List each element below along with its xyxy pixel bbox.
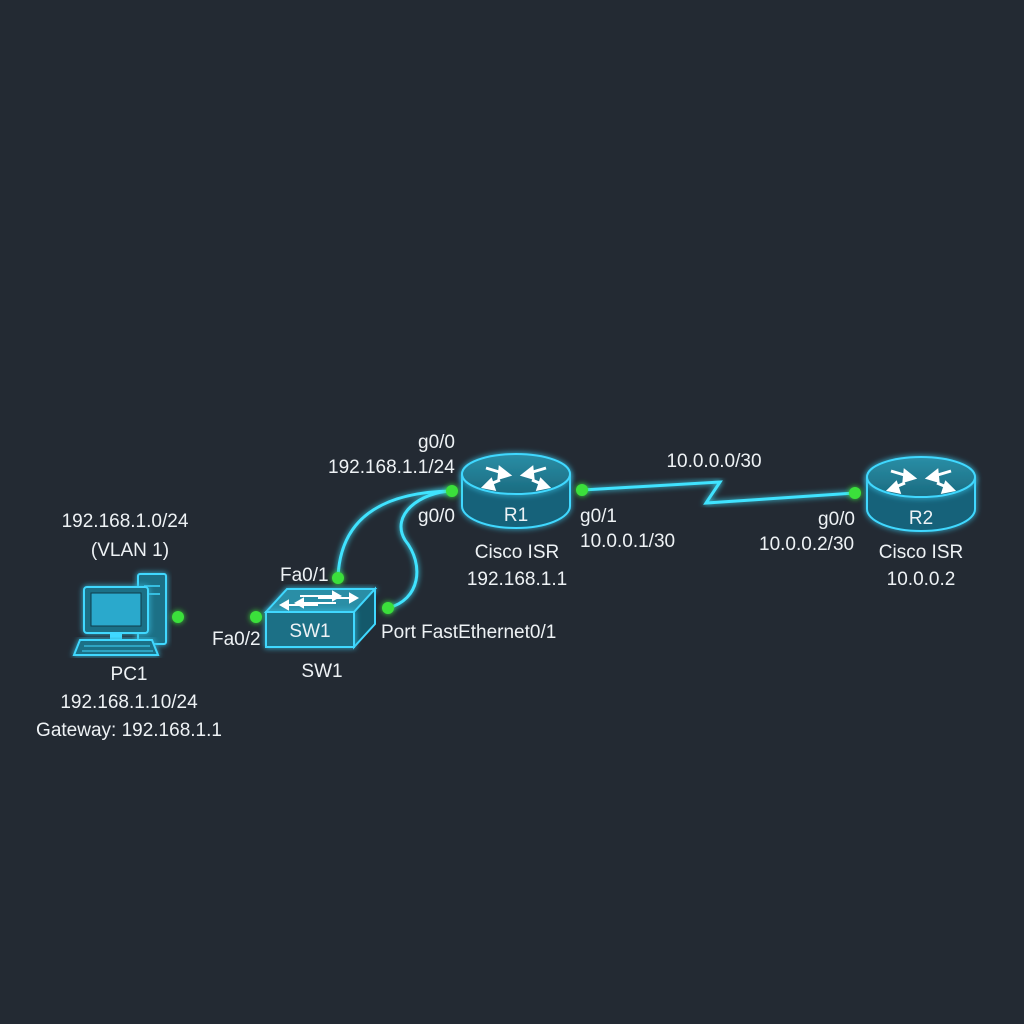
sw1-fa02-label: Fa0/2 — [212, 629, 261, 650]
r1-wan-ip-label: 10.0.0.1/30 — [580, 531, 676, 552]
router-icon[interactable]: R2 — [866, 456, 976, 532]
link-sw1-fa01-r1 — [336, 489, 453, 579]
r1-g00-top-label: g0/0 — [418, 432, 455, 453]
port-dot-r1-g00 — [446, 485, 458, 497]
sw1-device-name: SW1 — [289, 621, 330, 642]
link-r1-r2-serial — [581, 480, 856, 505]
port-dot-r2-g00 — [849, 487, 861, 499]
r2-g00-label: g0/0 — [818, 509, 855, 530]
switch-icon[interactable]: SW1 — [263, 586, 378, 650]
sw1-below-label: SW1 — [301, 661, 343, 682]
sw1-fa01-label: Fa0/1 — [280, 565, 329, 586]
pc1-name: PC1 — [110, 664, 148, 685]
r2-device-name: R2 — [909, 508, 933, 529]
port-dot-sw1-port — [382, 602, 394, 614]
router-icon[interactable]: R1 — [461, 453, 571, 529]
desktop-computer-icon[interactable] — [72, 573, 167, 656]
port-dot-r1-g01 — [576, 484, 588, 496]
network-subnet-label: 192.168.1.0/24 — [61, 511, 189, 532]
r1-device-name: R1 — [504, 505, 528, 526]
pc1-ip: 192.168.1.10/24 — [60, 692, 198, 713]
r1-ip-top-label: 192.168.1.1/24 — [328, 457, 455, 478]
link-sw1-port-r1 — [387, 489, 453, 610]
sw1-port-label: Port FastEthernet0/1 — [381, 622, 557, 643]
port-dot-sw1-fa02 — [250, 611, 262, 623]
r1-g01-label: g0/1 — [580, 506, 617, 527]
r1-g00-inner-label: g0/0 — [418, 506, 455, 527]
r2-wan-ip-label: 10.0.0.2/30 — [759, 534, 855, 555]
r2-ip-label: 10.0.0.2 — [886, 569, 956, 590]
r1-ip-label: 192.168.1.1 — [466, 569, 568, 590]
port-dot-sw1-fa01 — [332, 572, 344, 584]
vlan-label: (VLAN 1) — [90, 540, 170, 561]
wan-subnet-label: 10.0.0.0/30 — [666, 451, 762, 472]
port-dot-pc1 — [172, 611, 184, 623]
pc1-gateway: Gateway: 192.168.1.1 — [36, 720, 222, 741]
r1-model-label: Cisco ISR — [474, 542, 560, 563]
r2-model-label: Cisco ISR — [878, 542, 964, 563]
